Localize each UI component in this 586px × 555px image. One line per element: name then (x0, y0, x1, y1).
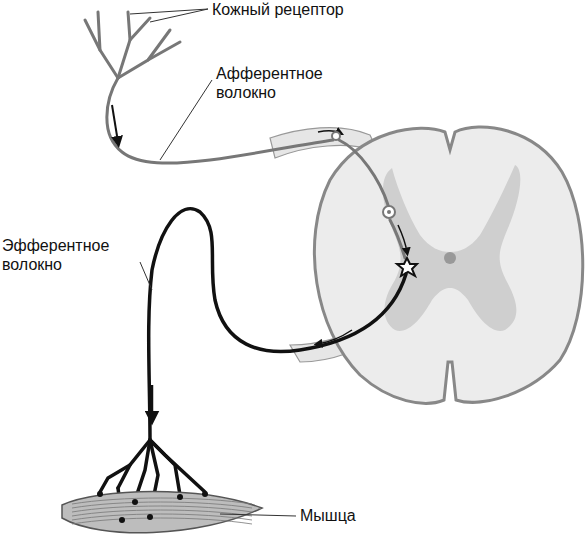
efferent-neuron (100, 209, 406, 520)
muscle-fibers (72, 498, 252, 524)
motor-end-plates (97, 491, 208, 523)
muscle (62, 492, 262, 533)
afferent-neuron (85, 12, 405, 258)
flow-arrow (151, 385, 154, 418)
central-canal (444, 252, 456, 264)
ganglion-cell (332, 132, 340, 140)
flow-arrow (398, 225, 407, 252)
interneuron (383, 206, 395, 218)
flow-arrow (318, 330, 352, 344)
interneuron-nucleus (387, 210, 391, 214)
part-label: Мышца (300, 506, 356, 525)
part-label: Эфферентное волокно (2, 236, 114, 274)
flow-arrow (112, 105, 118, 142)
part-label: Кожный рецептор (212, 0, 344, 19)
part-label: Афферентное волокно (216, 64, 328, 102)
gray-matter (383, 165, 520, 331)
spinal-cord (314, 127, 582, 403)
